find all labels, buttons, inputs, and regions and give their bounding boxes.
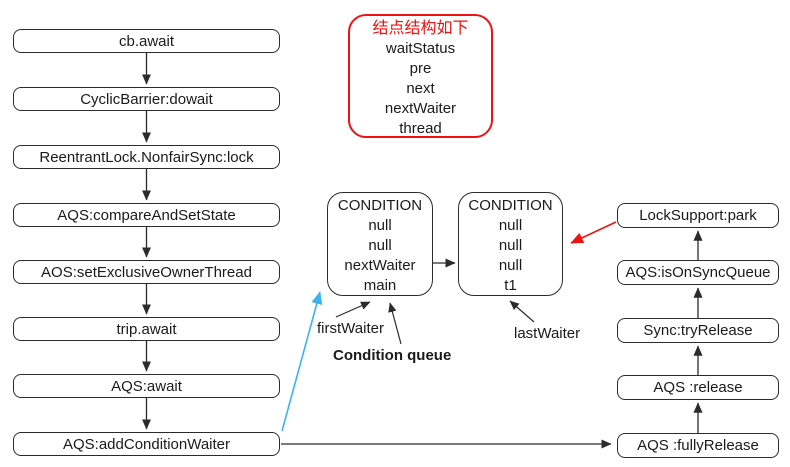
flow-node-reentrantlock-nonfairsync-lock: ReentrantLock.NonfairSync:lock <box>13 145 280 169</box>
last-waiter-label: lastWaiter <box>514 325 581 342</box>
flow-node-aqs-addconditionwaiter: AQS:addConditionWaiter <box>13 432 280 456</box>
legend-field-nextwaiter: nextWaiter <box>384 100 457 117</box>
condition-node-row: null <box>498 237 523 254</box>
condition-node-first: CONDITION null null nextWaiter main <box>327 192 433 296</box>
flow-node-trip-await: trip.await <box>13 317 280 341</box>
condition-node-header: CONDITION <box>337 197 423 214</box>
flow-node-aqs-fullyrelease: AQS :fullyRelease <box>617 433 779 458</box>
flow-node-aqs-isonsyncqueue: AQS:isOnSyncQueue <box>617 260 779 285</box>
legend-field-pre: pre <box>409 60 432 77</box>
condition-queue-caption: Condition queue <box>333 347 452 364</box>
legend-field-next: next <box>406 80 435 97</box>
flow-node-aqs-await: AQS:await <box>13 374 280 398</box>
flow-node-sync-tryrelease: Sync:tryRelease <box>617 318 779 343</box>
flow-node-aos-setexclusiveownerthread: AOS:setExclusiveOwnerThread <box>13 260 280 284</box>
condition-node-row: t1 <box>504 277 517 294</box>
condition-node-row: nextWaiter <box>344 257 416 274</box>
legend-field-waitstatus: waitStatus <box>385 40 456 57</box>
first-waiter-label: firstWaiter <box>317 320 384 337</box>
condition-node-header: CONDITION <box>468 197 553 214</box>
condition-node-row: null <box>368 217 392 234</box>
condition-node-row: null <box>368 237 392 254</box>
condition-node-row: main <box>363 277 397 294</box>
condition-node-last: CONDITION null null null t1 <box>458 192 563 296</box>
node-structure-legend: 结点结构如下 waitStatus pre next nextWaiter th… <box>348 14 493 138</box>
legend-field-thread: thread <box>399 120 442 137</box>
condition-node-row: null <box>498 257 523 274</box>
flow-node-cyclicbarrier-dowait: CyclicBarrier:dowait <box>13 87 280 111</box>
legend-title: 结点结构如下 <box>372 20 469 37</box>
flow-node-aqs-compareandsetstate: AQS:compareAndSetState <box>13 203 280 227</box>
flow-node-cb-await: cb.await <box>13 29 280 53</box>
condition-node-row: null <box>498 217 523 234</box>
flow-node-locksupport-park: LockSupport:park <box>617 203 779 228</box>
flow-node-aqs-release: AQS :release <box>617 375 779 400</box>
